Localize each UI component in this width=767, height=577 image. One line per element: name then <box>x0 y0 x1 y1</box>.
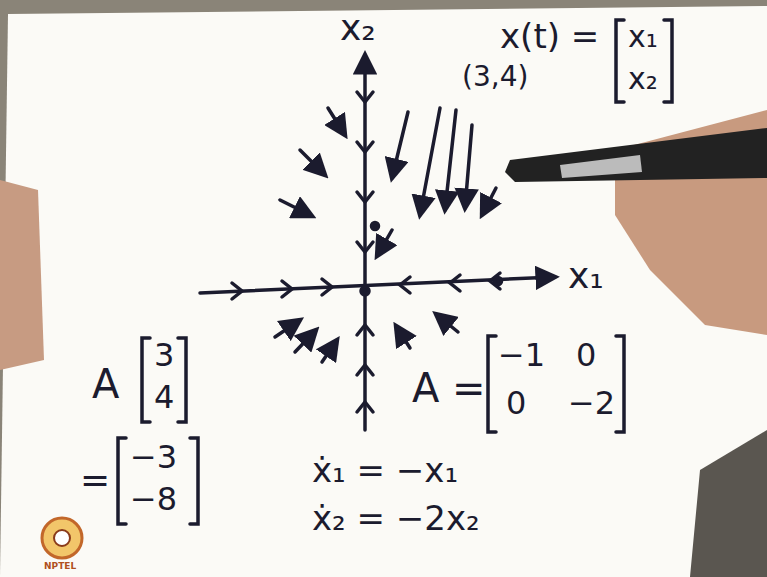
equation: ẋ₂ = −2x₂ <box>312 500 480 537</box>
equation: ẋ₁ = −x₁ <box>312 452 458 489</box>
axes-and-trajectories <box>200 55 555 430</box>
left-hand <box>0 180 44 370</box>
point-label: (3,4) <box>462 62 528 93</box>
matrix-entry: −1 <box>498 338 545 373</box>
axis-label: x₁ <box>568 256 604 296</box>
paper-sheet <box>0 6 767 577</box>
matrix-entry: 0 <box>576 338 596 373</box>
vector-entry: −8 <box>130 482 177 517</box>
matrix-name: A = <box>412 366 486 410</box>
vector-entry: −3 <box>130 440 177 475</box>
nptel-logo <box>42 518 82 558</box>
vector-entry: 4 <box>154 380 174 415</box>
matrix-entry: −2 <box>568 386 615 421</box>
table-corner <box>690 430 767 577</box>
matrix-name: A <box>92 362 119 406</box>
state-vector-label: x(t) = <box>500 18 599 55</box>
equals-sign: = <box>80 460 110 500</box>
vector-entry: x₁ <box>628 20 658 53</box>
matrix-brackets <box>118 20 672 524</box>
marker-pen <box>505 128 767 182</box>
watermark: NPTEL <box>44 562 76 572</box>
matrix-entry: 0 <box>506 386 526 421</box>
vector-entry: 3 <box>154 338 174 373</box>
axis-label: x₂ <box>340 8 376 48</box>
vector-entry: x₂ <box>628 62 658 95</box>
